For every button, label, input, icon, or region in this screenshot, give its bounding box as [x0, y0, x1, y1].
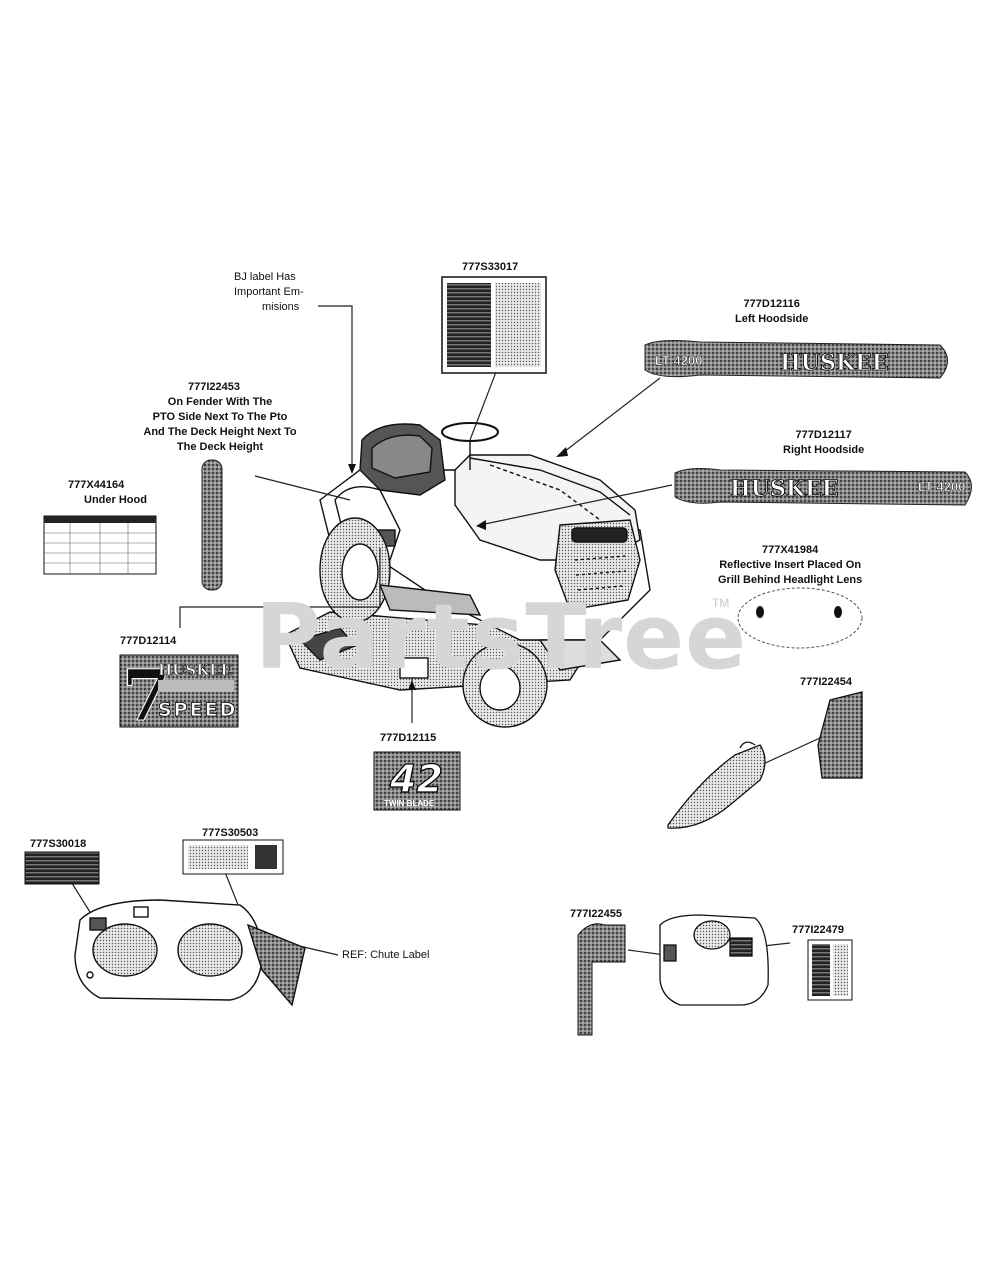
- part-desc: Left Hoodside: [735, 313, 809, 325]
- part-desc: Right Hoodside: [783, 444, 865, 456]
- part-number: 777I22453: [188, 381, 240, 393]
- lift-lever-777I22454: [667, 691, 863, 829]
- fuel-tank-illustration: [659, 914, 769, 1006]
- part-777S30018: 777S30018: [30, 838, 87, 850]
- part-777I22454: 777I22454: [800, 676, 852, 688]
- speed-word: SPEED: [158, 699, 237, 721]
- label-777S30503: [182, 839, 284, 875]
- decal-777D12114: 7 HUSKEE SPEED: [119, 654, 239, 738]
- label-777I22479: [807, 939, 853, 1001]
- callout-777D12117: 777D12117 Right Hoodside: [783, 428, 864, 458]
- label-777S33017: [441, 276, 547, 374]
- tractor-illustration: [284, 422, 651, 728]
- part-number: 777D12116: [743, 298, 800, 310]
- decal-right-hoodside: HUSKEE LT 4200: [674, 468, 972, 506]
- deck-text: TWIN BLADE: [384, 799, 435, 808]
- leader-777S33017: [469, 371, 497, 441]
- watermark: PartsTree: [255, 585, 748, 690]
- decal-777D12115: 42 TWIN BLADE: [373, 751, 461, 811]
- part-number: 777X44164: [68, 479, 125, 491]
- left-hoodside-model: LT 4200: [655, 353, 702, 368]
- decal-777I22455: [577, 923, 626, 1036]
- label-777X44164: [43, 515, 157, 575]
- reflective-insert-777X41984: [737, 587, 863, 649]
- part-number: 777D12117: [795, 429, 852, 441]
- part-777D12115: 777D12115: [380, 732, 437, 744]
- decal-777I22453: [201, 459, 223, 591]
- leader-777I22453: [254, 475, 351, 501]
- part-777D12114: 777D12114: [120, 635, 177, 647]
- leader-777I22455: [627, 949, 666, 956]
- trademark: TM: [712, 596, 730, 610]
- part-777S30503: 777S30503: [202, 827, 259, 839]
- part-777S33017: 777S33017: [462, 261, 519, 273]
- emissions-note: BJ label Has Important Em- misions: [234, 271, 304, 313]
- right-hoodside-brand: HUSKEE: [730, 476, 839, 502]
- leader-777D12116: [559, 377, 661, 456]
- label-777S30018: [24, 851, 100, 885]
- decal-left-hoodside: LT 4200 HUSKEE: [644, 340, 948, 379]
- speed-digit: 7: [122, 654, 171, 737]
- callout-777X44164: 777X44164 Under Hood: [68, 478, 147, 508]
- speed-brand: HUSKEE: [158, 661, 232, 679]
- deck-size: 42: [389, 757, 443, 801]
- mower-deck-illustration: [74, 899, 306, 1007]
- part-777I22479: 777I22479: [792, 924, 844, 936]
- ref-chute-label: REF: Chute Label: [342, 949, 430, 961]
- leader-777D12117: [479, 484, 673, 526]
- part-777I22455: 777I22455: [570, 908, 622, 920]
- right-hoodside-model: LT 4200: [918, 479, 965, 494]
- leader-777D12114: [179, 548, 381, 628]
- part-desc: Under Hood: [84, 494, 147, 506]
- leader-emissions: [318, 305, 353, 470]
- callout-777X41984: 777X41984 Reflective Insert Placed On Gr…: [718, 544, 863, 586]
- callout-777I22453: 777I22453 On Fender With The PTO Side Ne…: [130, 380, 310, 455]
- left-hoodside-brand: HUSKEE: [780, 350, 889, 376]
- callout-777D12116: 777D12116 Left Hoodside: [735, 297, 808, 327]
- part-number: 777X41984: [761, 544, 819, 556]
